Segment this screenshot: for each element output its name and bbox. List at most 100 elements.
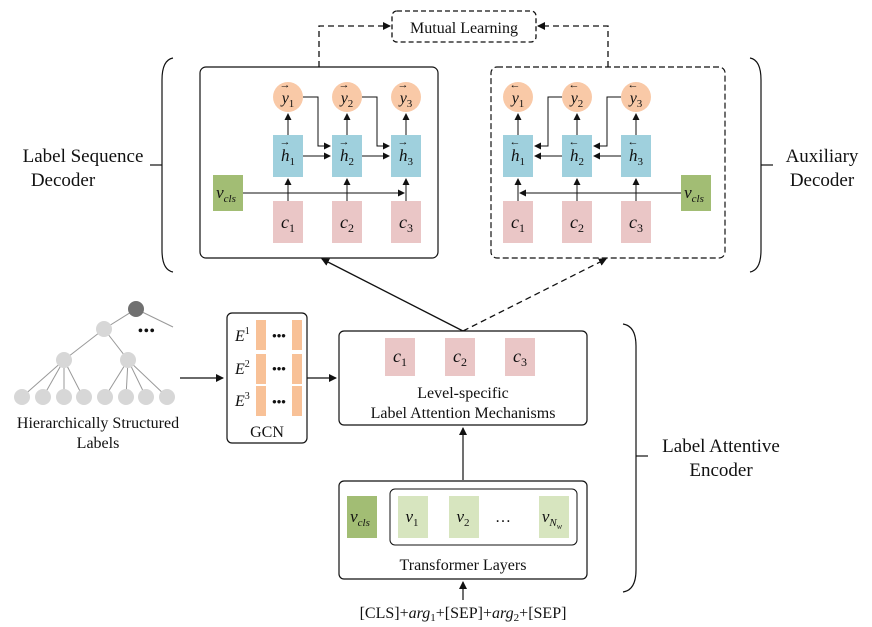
gcn-row-2: E2 ••• (234, 354, 302, 384)
gcn-row-1: E1 ••• (234, 320, 302, 350)
svg-text:E1: E1 (234, 326, 250, 345)
svg-text:v1: v1 (405, 507, 418, 529)
mutual-learning-box (391, 10, 537, 43)
svg-text:→: → (339, 136, 350, 148)
svg-text:←: ← (569, 136, 580, 148)
tree-label-line2: Labels (77, 435, 120, 452)
token-group (389, 488, 578, 546)
gcn-module: E1 ••• E2 ••• E3 ••• GCN (226, 312, 308, 444)
output-y3: y3 → (391, 79, 421, 112)
token-vnw: vNw (539, 496, 569, 538)
svg-text:c2: c2 (570, 212, 584, 235)
aux-hidden-h1: h1 ← (503, 135, 533, 177)
svg-text:y1: y1 (510, 90, 525, 110)
svg-text:→: → (280, 136, 291, 148)
svg-text:E3: E3 (234, 391, 250, 410)
svg-text:c3: c3 (399, 212, 413, 235)
svg-text:h1: h1 (511, 146, 525, 168)
lam-c1: c1 (385, 338, 415, 376)
svg-text:vcls: vcls (350, 507, 370, 529)
svg-text:vcls: vcls (216, 183, 236, 205)
left-label-line1: Label Sequence (23, 146, 144, 167)
svg-text:h3: h3 (629, 146, 644, 168)
label-sequence-decoder: y1 → y2 → y3 → h1 → h2 → h3 → (199, 66, 439, 259)
output-y2: y2 → (332, 79, 362, 112)
svg-text:h1: h1 (281, 146, 295, 168)
svg-text:•••: ••• (272, 394, 286, 409)
token-v1: v1 (398, 496, 428, 538)
svg-text:vNw: vNw (542, 507, 563, 531)
lam-c2: c2 (445, 338, 475, 376)
svg-text:←: ← (510, 136, 521, 148)
decoder-vcls: vcls (213, 175, 243, 211)
label-hierarchy-tree: ••• (14, 301, 175, 405)
svg-text:→: → (280, 79, 291, 91)
svg-text:←: ← (569, 79, 580, 91)
gcn-label: GCN (250, 424, 284, 441)
svg-text:y2: y2 (339, 90, 354, 110)
tree-label-line1: Hierarchically Structured (17, 415, 179, 432)
svg-text:y3: y3 (398, 90, 413, 110)
token-v2: v2 (449, 496, 479, 538)
right-label-line1: Auxiliary (786, 146, 859, 167)
encoder-label-line1: Label Attentive (662, 436, 780, 457)
svg-text:•••: ••• (272, 328, 286, 343)
dashed-arrow-right-to-mutual (537, 22, 609, 67)
svg-text:c1: c1 (393, 346, 407, 369)
svg-text:v2: v2 (456, 507, 469, 529)
hidden-h1: h1 → (273, 135, 303, 177)
transformer-label: Transformer Layers (400, 557, 527, 574)
svg-text:←: ← (628, 136, 639, 148)
svg-text:y2: y2 (569, 90, 584, 110)
svg-text:c3: c3 (513, 346, 527, 369)
svg-text:E2: E2 (234, 359, 250, 378)
hidden-h3: h3 → (391, 135, 421, 177)
arrow-encoder-to-decoder (321, 258, 464, 332)
tree-root-node (128, 301, 144, 317)
lam-title-line1: Level-specific (417, 385, 509, 402)
auxiliary-decoder: y1 ← y2 ← y3 ← h1 ← h2 ← h3 ← (490, 66, 726, 259)
aux-output-y1: y1 ← (503, 79, 533, 112)
svg-text:→: → (398, 136, 409, 148)
input-sequence: [CLS]+arg1+[SEP]+arg2+[SEP] (360, 605, 567, 624)
dashed-arrow-left-to-mutual (318, 22, 391, 67)
svg-text:c2: c2 (453, 346, 467, 369)
svg-text:c1: c1 (511, 212, 525, 235)
aux-decoder-frame (490, 66, 726, 259)
output-y1: y1 → (273, 79, 303, 112)
aux-context-c1: c1 (503, 201, 533, 243)
svg-text:←: ← (510, 79, 521, 91)
right-label-line2: Decoder (790, 170, 855, 191)
gcn-row-3: E3 ••• (234, 386, 302, 416)
svg-text:y1: y1 (280, 90, 295, 110)
svg-text:c3: c3 (629, 212, 643, 235)
context-c3: c3 (391, 201, 421, 243)
hidden-h2: h2 → (332, 135, 362, 177)
svg-text:c1: c1 (281, 212, 295, 235)
svg-text:←: ← (628, 79, 639, 91)
svg-text:→: → (398, 79, 409, 91)
arrow-encoder-to-aux-decoder (462, 258, 607, 332)
svg-text:→: → (339, 79, 350, 91)
tree-ellipsis: ••• (138, 324, 156, 339)
left-bracket (161, 57, 174, 273)
context-c1: c1 (273, 201, 303, 243)
svg-text:h2: h2 (340, 146, 354, 168)
lam-c3: c3 (505, 338, 535, 376)
svg-text:y3: y3 (628, 90, 643, 110)
svg-text:h2: h2 (570, 146, 584, 168)
lam-title-line2: Label Attention Mechanisms (371, 405, 556, 422)
aux-hidden-h2: h2 ← (562, 135, 592, 177)
mutual-learning-label: Mutual Learning (410, 20, 518, 37)
aux-hidden-h3: h3 ← (621, 135, 651, 177)
svg-text:vcls: vcls (684, 183, 704, 205)
aux-vcls: vcls (681, 175, 711, 211)
encoder-bracket (622, 323, 637, 593)
label-attention-module: c1 c2 c3 Level-specific Label Attention … (338, 330, 588, 426)
aux-context-c2: c2 (562, 201, 592, 243)
aux-output-y2: y2 ← (562, 79, 592, 112)
decoder-frame (199, 66, 439, 259)
token-ellipsis: … (495, 509, 511, 526)
context-c2: c2 (332, 201, 362, 243)
